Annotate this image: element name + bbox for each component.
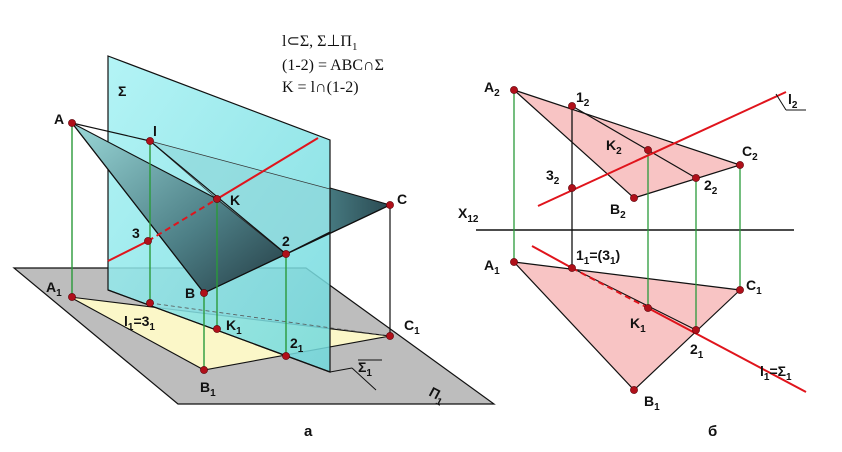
- rlabel-l1: l1=Σ1: [760, 363, 792, 383]
- figure-right: A2 12 l2 K2 C2 32 22 B2 X12 A1 11=(31) C…: [458, 79, 807, 413]
- formula-1: l⊂Σ, Σ⊥Π1: [282, 33, 357, 53]
- triangle-edge-bc: [203, 204, 391, 294]
- rpoint-a2: [510, 86, 518, 94]
- rlabel-21: 21: [690, 341, 704, 361]
- line-l-front: [107, 240, 149, 262]
- label-b1: B1: [200, 379, 216, 399]
- label-2: 2: [282, 233, 290, 249]
- point-l: [146, 137, 154, 145]
- line-12-frontal: [571, 105, 697, 179]
- triangle-edge-ac: [71, 122, 151, 142]
- label-c: C: [397, 191, 407, 207]
- line-l1-b: [647, 307, 807, 393]
- label-c1: C1: [404, 317, 420, 337]
- rpoint-c2: [736, 161, 744, 169]
- label-3: 3: [132, 225, 140, 241]
- l2-leader: [775, 93, 787, 111]
- rlabel-x12: X12: [458, 205, 479, 225]
- rlabel-c2: C2: [742, 143, 758, 163]
- rpoint-b1: [630, 386, 638, 394]
- rpoint-11: [568, 264, 576, 272]
- label-sigma: Σ: [118, 83, 126, 99]
- label-b: B: [185, 285, 195, 301]
- rlabel-k1: K1: [630, 315, 646, 335]
- rlabel-12: 12: [576, 89, 590, 109]
- sigma1-leader2: [351, 367, 377, 391]
- label-k1: K1: [226, 317, 242, 337]
- rlabel-b2: B2: [610, 201, 626, 221]
- point-b1: [200, 366, 208, 374]
- point-l1: [146, 299, 154, 307]
- line-l1-a: [531, 245, 573, 269]
- line-l2: [537, 91, 787, 207]
- point-21: [282, 352, 290, 360]
- right-links: [513, 90, 741, 330]
- rpoint-21: [692, 326, 700, 334]
- rpoint-a1: [510, 258, 518, 266]
- label-a: A: [54, 111, 64, 127]
- rlabel-l2: l2: [788, 91, 798, 111]
- rpoint-k2: [644, 146, 652, 154]
- figure-left: Σ A l K C 3 2 B A1 l1=31 K1 C1 21 B1 Σ1 …: [12, 55, 496, 409]
- point-k: [213, 195, 221, 203]
- rpoint-12: [568, 102, 576, 110]
- rlabel-a2: A2: [484, 79, 500, 99]
- point-c: [386, 201, 394, 209]
- right-points: [510, 86, 744, 394]
- point-3: [144, 237, 152, 245]
- rlabel-22: 22: [704, 177, 718, 197]
- rpoint-32: [568, 184, 576, 192]
- rlabel-c1: C1: [746, 277, 762, 297]
- formula-2: (1-2) = ABC∩Σ: [282, 57, 384, 74]
- point-k1: [213, 325, 221, 333]
- caption-right: б: [708, 423, 717, 440]
- rpoint-b2: [630, 194, 638, 202]
- point-a1: [68, 293, 76, 301]
- projection-links: [71, 123, 287, 370]
- label-k: K: [230, 192, 240, 208]
- triangle-edge-ab: [71, 122, 205, 294]
- point-b: [200, 289, 208, 297]
- sigma1-leader: [329, 367, 353, 373]
- line-l-dashed: [147, 198, 218, 242]
- point-a: [68, 119, 76, 127]
- rlabel-k2: K2: [606, 137, 622, 157]
- rlabel-a1: A1: [484, 257, 500, 277]
- triangle-abc1: [512, 261, 742, 391]
- rpoint-22: [692, 174, 700, 182]
- left-points: [68, 119, 394, 374]
- hidden-edge-a1c1: [149, 302, 391, 337]
- point-c1: [386, 332, 394, 340]
- label-l: l: [153, 123, 157, 139]
- point-2: [282, 250, 290, 258]
- label-a1: A1: [46, 279, 62, 299]
- formulas: l⊂Σ, Σ⊥Π1 (1-2) = ABC∩Σ K = l∩(1-2): [282, 33, 384, 96]
- rlabel-11: 11=(31): [576, 247, 620, 267]
- label-l1: l1=31: [124, 313, 155, 333]
- rpoint-k1: [644, 304, 652, 312]
- rpoint-c1: [736, 286, 744, 294]
- rlabel-b1: B1: [644, 393, 660, 413]
- label-21: 21: [290, 335, 304, 355]
- caption-left: а: [304, 423, 313, 440]
- line-l-back: [216, 137, 319, 200]
- formula-3: K = l∩(1-2): [282, 79, 359, 96]
- line-l1-dashed: [571, 267, 649, 309]
- label-sigma1: Σ1: [358, 359, 372, 379]
- label-pi1: Π1: [425, 384, 449, 409]
- rlabel-32: 32: [546, 167, 560, 187]
